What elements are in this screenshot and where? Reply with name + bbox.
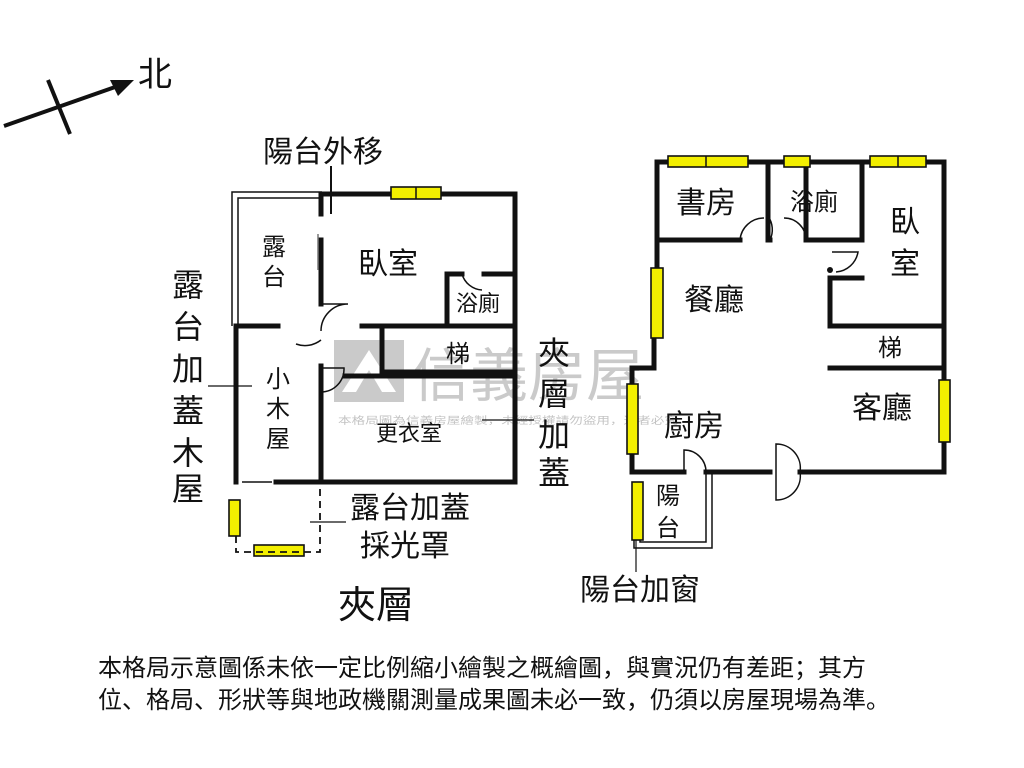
label-main-dining: 餐廳: [684, 283, 744, 318]
label-mezz-bedroom: 臥室: [358, 247, 418, 282]
window-main-study: [667, 155, 749, 168]
terrace-cabin-line: 台: [172, 308, 204, 346]
mezz-terrace-line: 台: [262, 263, 286, 291]
main-bedroom-line: 臥: [890, 205, 920, 240]
terrace-cabin-line: 木: [172, 434, 204, 472]
label-main-bathroom: 浴廁: [790, 188, 838, 216]
north-label: 北: [138, 55, 172, 95]
label-mezz-stairs: 梯: [446, 340, 470, 368]
terrace-cabin-line: 露: [172, 266, 204, 304]
disclaimer-line-1: 本格局示意圖係未依一定比例縮小繪製之概繪圖，與實況仍有差距；其方: [98, 654, 866, 682]
mezz-added-line: 層: [538, 375, 570, 413]
mezz-added-line: 夾: [538, 334, 570, 372]
disclaimer-text: 本格局示意圖係未依一定比例縮小繪製之概繪圖，與實況仍有差距；其方 位、格局、形狀…: [98, 652, 1018, 716]
window-main-dining: [650, 267, 664, 339]
label-skylight-line2: 採光罩: [360, 529, 450, 564]
label-balcony-moved: 陽台外移: [263, 135, 383, 170]
label-mezz-dressing: 更衣室: [376, 422, 442, 447]
label-main-balcony: 陽台: [656, 482, 680, 542]
window-mezz-skylight-bottom: [253, 544, 305, 557]
label-mezz-terrace: 露台: [262, 233, 286, 291]
label-skylight-line1: 露台加蓋: [350, 491, 470, 526]
mezz-cabin-line: 木: [266, 395, 290, 423]
main-balcony-line: 陽: [656, 482, 680, 510]
terrace-cabin-line: 蓋: [172, 392, 204, 430]
terrace-cabin-line: 加: [172, 350, 204, 388]
main-floor-plan: [626, 155, 951, 572]
label-mezzanine-added: 夾層加蓋: [538, 334, 570, 492]
label-terrace-cabin-added: 露台加蓋木屋: [172, 266, 204, 508]
mezz-cabin-line: 屋: [266, 425, 290, 453]
window-main-balcony: [631, 481, 644, 541]
label-main-bedroom: 臥室: [890, 205, 920, 282]
window-main-living: [938, 379, 951, 443]
window-main-bath: [783, 155, 811, 168]
mezz-added-line: 蓋: [538, 454, 570, 492]
disclaimer-line-2: 位、格局、形狀等與地政機關測量成果圖未必一致，仍須以房屋現場為準。: [98, 686, 890, 714]
label-main-kitchen: 廚房: [664, 409, 724, 444]
mezzanine-plan: [208, 166, 534, 557]
label-main-study: 書房: [676, 186, 736, 221]
window-main-kitchen: [626, 383, 639, 455]
mezz-cabin-line: 小: [266, 365, 290, 393]
label-mezz-bathroom: 浴廁: [456, 292, 500, 317]
window-mezz-skylight-left: [228, 499, 241, 537]
label-main-living: 客廳: [852, 391, 912, 426]
north-arrow-icon: [3, 79, 134, 135]
label-balcony-window: 陽台加窗: [580, 573, 700, 608]
main-balcony-line: 台: [656, 514, 680, 542]
mezz-added-line: 加: [538, 416, 570, 454]
terrace-cabin-line: 屋: [172, 470, 204, 508]
mezz-terrace-line: 露: [262, 233, 286, 261]
label-main-stairs: 梯: [878, 334, 902, 362]
label-floor-mezzanine: 夾層: [338, 583, 414, 627]
label-mezz-cabin: 小木屋: [266, 365, 290, 453]
main-bedroom-line: 室: [890, 247, 920, 282]
